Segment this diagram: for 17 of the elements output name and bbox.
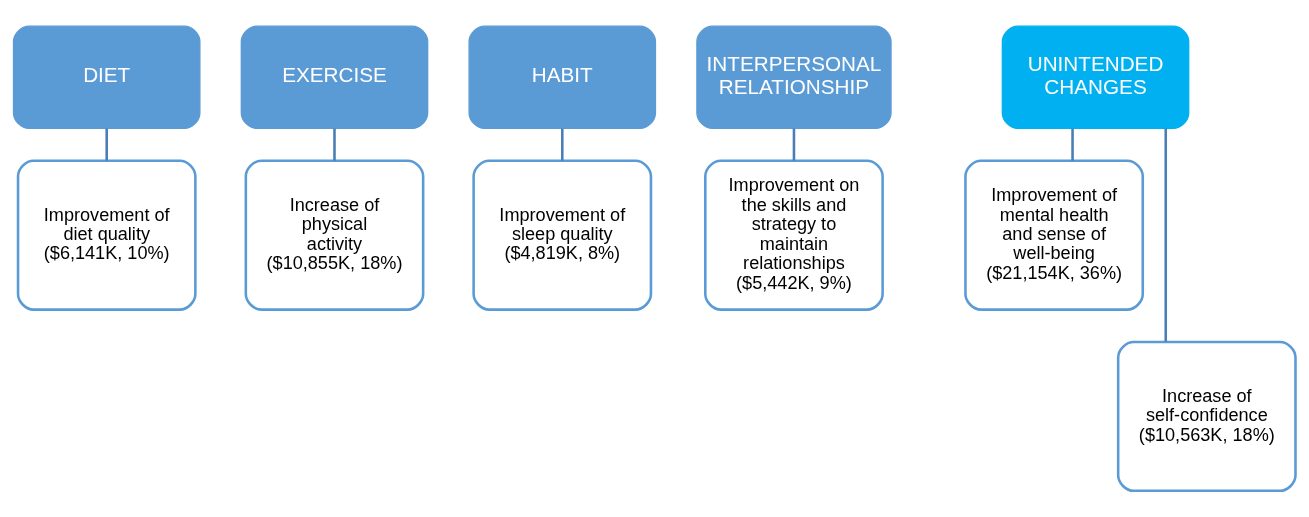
connector xyxy=(1164,128,1168,342)
node-box: HABIT xyxy=(468,25,657,130)
node-box: INTERPERSONAL RELATIONSHIP xyxy=(696,25,892,130)
node-box: Improvement on the skills and strategy to maintain relationships ($5,442K, 9%) xyxy=(704,159,884,311)
node-box: Improvement of sleep quality ($4,819K, 8%) xyxy=(472,159,653,311)
node-box: EXERCISE xyxy=(240,25,429,130)
node-box: Increase of self-confidence ($10,563K, 18%) xyxy=(1116,340,1297,493)
connector xyxy=(792,128,796,161)
node-box: UNINTENDED CHANGES xyxy=(1001,25,1190,130)
node-box: Improvement of diet quality ($6,141K, 10%) xyxy=(16,159,197,311)
connector xyxy=(105,128,108,161)
connector xyxy=(561,128,564,161)
node-box: Increase of physical activity ($10,855K, 18%) xyxy=(244,159,425,311)
node-box: DIET xyxy=(12,25,201,130)
connector xyxy=(1071,128,1074,161)
node-box: Improvement of mental health and sense of well-being ($21,154K, 36%) xyxy=(964,159,1145,311)
connector xyxy=(333,128,336,161)
